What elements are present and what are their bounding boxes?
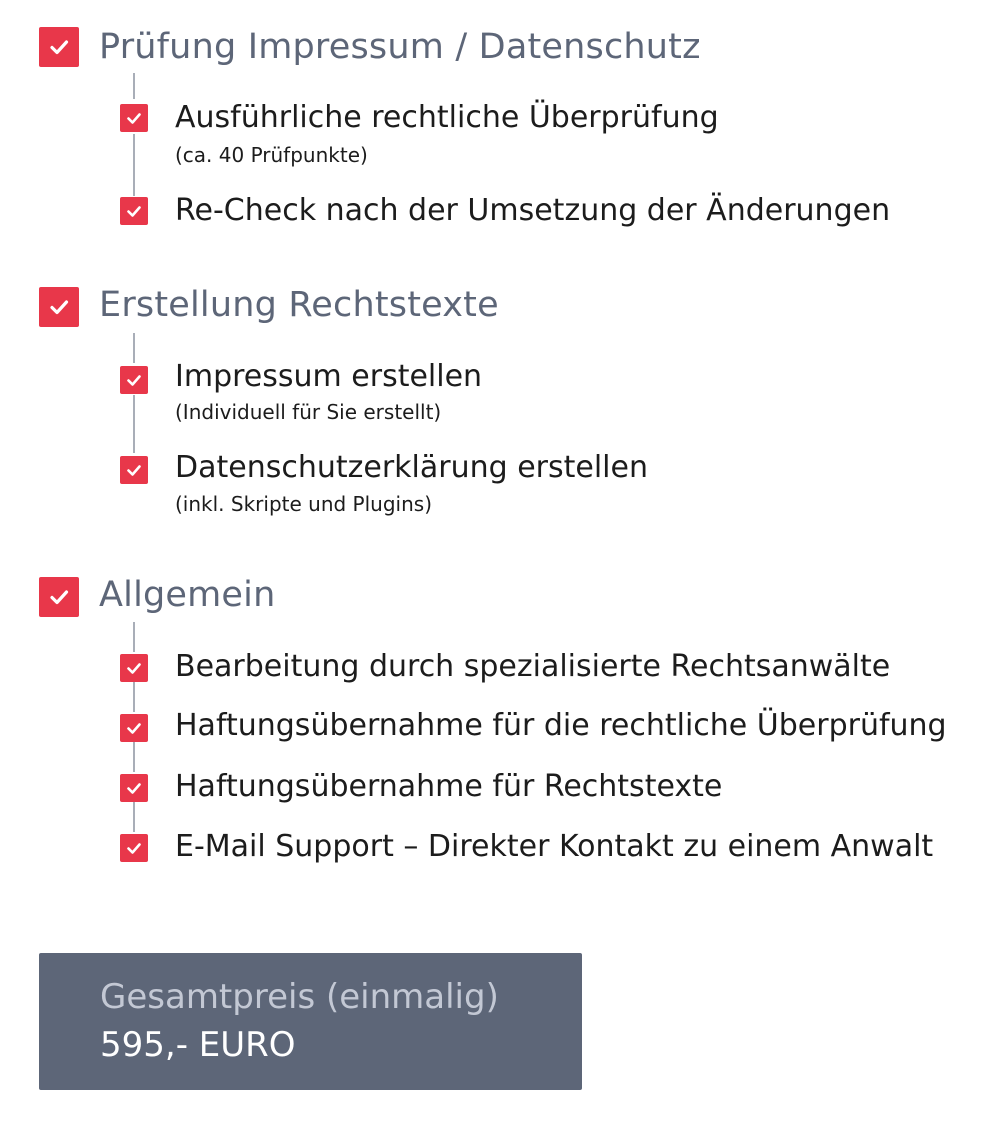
list-item-label: E-Mail Support – Direkter Kontakt zu ein… [175, 829, 934, 864]
connector-line [133, 622, 135, 652]
price-label: Gesamtpreis (einmalig) [100, 977, 499, 1017]
list-item-label: Impressum erstellen [175, 359, 483, 394]
connector-line [133, 742, 135, 772]
checked-checkbox-icon [120, 197, 148, 225]
list-item-label: Haftungsübernahme für die rechtliche Übe… [175, 708, 947, 743]
connector-line [133, 134, 135, 196]
section-title: Erstellung Rechtstexte [99, 285, 499, 325]
list-item-label: Bearbeitung durch spezialisierte Rechtsa… [175, 649, 891, 684]
connector-line [133, 395, 135, 453]
checked-checkbox-icon [120, 366, 148, 394]
list-item-note: (Individuell für Sie erstellt) [175, 400, 442, 424]
list-item-label: Haftungsübernahme für Rechtstexte [175, 769, 723, 804]
section-title: Prüfung Impressum / Datenschutz [99, 27, 701, 67]
price-value: 595,- EURO [100, 1025, 296, 1065]
checked-checkbox-icon [120, 456, 148, 484]
checked-checkbox-icon [120, 774, 148, 802]
checked-checkbox-icon [39, 577, 79, 617]
checked-checkbox-icon [120, 834, 148, 862]
price-box: Gesamtpreis (einmalig) 595,- EURO [39, 953, 582, 1090]
checked-checkbox-icon [120, 654, 148, 682]
list-item-note: (inkl. Skripte und Plugins) [175, 492, 432, 516]
list-item-label: Ausführliche rechtliche Überprüfung [175, 100, 719, 135]
list-item-note: (ca. 40 Prüfpunkte) [175, 143, 368, 167]
connector-line [133, 73, 135, 99]
connector-line [133, 802, 135, 832]
list-item-label: Datenschutzerklärung erstellen [175, 450, 648, 485]
connector-line [133, 682, 135, 712]
checked-checkbox-icon [39, 27, 79, 67]
section-title: Allgemein [99, 575, 276, 615]
checked-checkbox-icon [39, 287, 79, 327]
connector-line [133, 333, 135, 363]
checked-checkbox-icon [120, 714, 148, 742]
checked-checkbox-icon [120, 104, 148, 132]
list-item-label: Re-Check nach der Umsetzung der Änderung… [175, 193, 891, 228]
